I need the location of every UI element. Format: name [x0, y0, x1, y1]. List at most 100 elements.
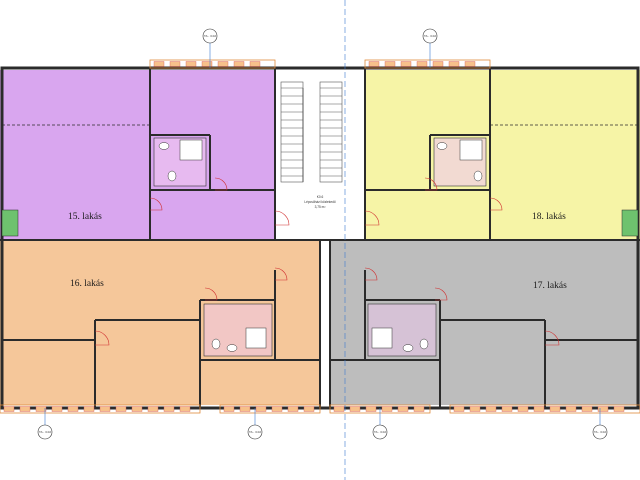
apartment-17-label: 17. lakás	[533, 281, 567, 291]
window-pane	[613, 406, 625, 412]
sink-icon	[402, 344, 414, 352]
grid-markers: TA - 3.02 TA - 3.02 TA - 3.02 TA - 3.02 …	[37, 28, 608, 440]
window-pane	[397, 406, 409, 412]
window-pane	[448, 61, 460, 67]
window-pane	[381, 406, 393, 412]
window-band	[0, 404, 201, 414]
window-pane	[3, 406, 15, 412]
window-pane	[416, 61, 428, 67]
grid-marker: TA - 3.02	[202, 28, 218, 44]
toilet-icon	[211, 338, 221, 350]
door-swing	[544, 330, 560, 346]
window-pane	[83, 406, 95, 412]
door-swing	[364, 267, 378, 281]
toilet-icon	[473, 170, 483, 182]
door-swing	[204, 287, 218, 301]
window-pane	[19, 406, 31, 412]
toilet-icon	[167, 170, 177, 182]
window-pane	[533, 406, 545, 412]
window-pane	[400, 61, 412, 67]
toilet-icon	[419, 338, 429, 350]
apartment-18-label: 18. lakás	[532, 212, 566, 222]
window-pane	[223, 406, 235, 412]
window-pane	[179, 406, 191, 412]
window-band	[149, 59, 276, 69]
window-pane	[597, 406, 609, 412]
stair-flight	[280, 81, 343, 183]
window-band	[219, 404, 321, 414]
window-pane	[153, 61, 165, 67]
svg-text:TA - 3.02: TA - 3.02	[374, 430, 386, 434]
window-pane	[287, 406, 299, 412]
window-band	[364, 59, 491, 69]
window-pane	[333, 406, 345, 412]
door-swing	[274, 210, 290, 226]
window-pane	[239, 406, 251, 412]
window-pane	[565, 406, 577, 412]
sink-icon	[436, 142, 448, 150]
window-pane	[169, 61, 181, 67]
window-pane	[217, 61, 229, 67]
svg-text:TA - 3.02: TA - 3.02	[39, 430, 51, 434]
window-pane	[485, 406, 497, 412]
window-pane	[67, 406, 79, 412]
window-pane	[303, 406, 315, 412]
window-pane	[35, 406, 47, 412]
window-bands	[0, 59, 640, 414]
door-swing	[94, 330, 110, 346]
window-pane	[349, 406, 361, 412]
svg-text:TA - 3.02: TA - 3.02	[594, 430, 606, 434]
window-pane	[185, 61, 197, 67]
window-pane	[233, 61, 245, 67]
window-pane	[163, 406, 175, 412]
doors	[94, 177, 560, 346]
apartment-16-label: 16. lakás	[70, 279, 104, 289]
sink-icon	[158, 142, 170, 150]
window-pane	[271, 406, 283, 412]
shower-icon	[245, 327, 267, 349]
window-pane	[147, 406, 159, 412]
window-pane	[249, 61, 261, 67]
kitchen-counter	[621, 209, 639, 237]
stairwell-code: K0.6	[317, 195, 324, 199]
stairwell-label: K0.6 Lépcsőházi közlekedő 3,75 m²	[304, 195, 336, 209]
window-pane	[432, 61, 444, 67]
walls	[0, 66, 640, 410]
apartment-15-zone	[0, 70, 275, 240]
window-pane	[51, 406, 63, 412]
kitchen-counters	[1, 209, 639, 237]
window-pane	[464, 61, 476, 67]
window-pane	[501, 406, 513, 412]
window-pane	[99, 406, 111, 412]
sink-icon	[226, 344, 238, 352]
apartment-15-label: 15. lakás	[68, 212, 102, 222]
stairwell-name: Lépcsőházi közlekedő	[304, 200, 336, 204]
kitchen-counter	[1, 209, 19, 237]
door-swing	[364, 210, 380, 226]
window-pane	[384, 61, 396, 67]
door-swing	[489, 197, 503, 211]
window-pane	[517, 406, 529, 412]
svg-text:TA - 3.02: TA - 3.02	[424, 34, 436, 38]
svg-text:TA - 3.02: TA - 3.02	[249, 430, 261, 434]
window-pane	[368, 61, 380, 67]
door-swing	[274, 267, 288, 281]
door-swing	[149, 197, 163, 211]
window-pane	[469, 406, 481, 412]
window-pane	[131, 406, 143, 412]
grid-marker: TA - 3.02	[372, 424, 388, 440]
bathrooms	[153, 137, 487, 357]
window-pane	[365, 406, 377, 412]
window-pane	[549, 406, 561, 412]
window-band	[449, 404, 640, 414]
stairwell-area: 3,75 m²	[315, 205, 326, 209]
grid-marker: TA - 3.02	[422, 28, 438, 44]
door-swing	[214, 177, 228, 191]
grid-marker: TA - 3.02	[247, 424, 263, 440]
window-pane	[201, 61, 213, 67]
svg-text:TA - 3.02: TA - 3.02	[204, 34, 216, 38]
window-pane	[453, 406, 465, 412]
grid-marker: TA - 3.02	[37, 424, 53, 440]
door-swing	[424, 177, 438, 191]
shower-icon	[371, 327, 393, 349]
